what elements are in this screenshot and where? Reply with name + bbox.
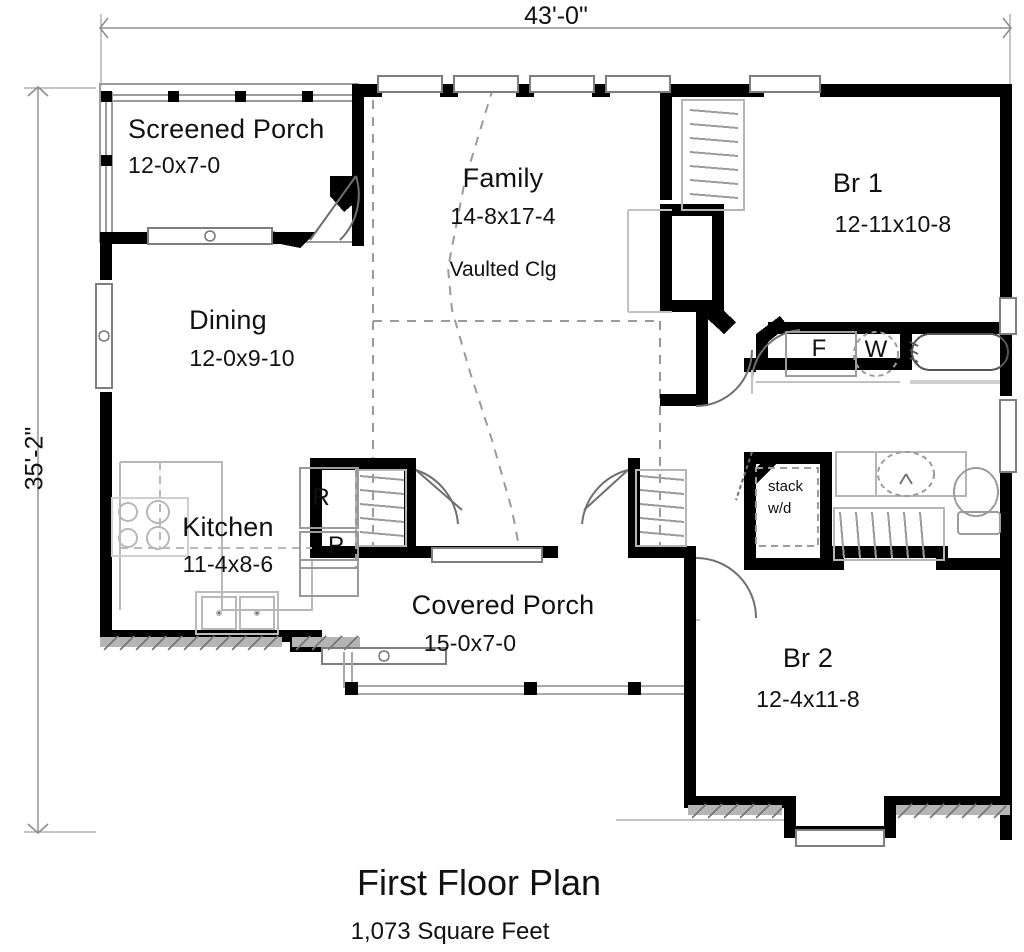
- screened-porch-posts: [101, 91, 313, 166]
- room-dim-kitchen: 11-4x8-6: [182, 551, 274, 577]
- washer-dryer-icon-line1: stack: [768, 478, 804, 495]
- misc-light-lines: [616, 209, 900, 821]
- room-dim-family: 14-8x17-4: [450, 203, 556, 229]
- refrigerator-icon: R: [312, 484, 330, 511]
- foundation-hatching: [100, 635, 1010, 819]
- windows: [95, 75, 1017, 847]
- vaulted-ceiling-dashed-lines: [372, 87, 661, 553]
- page-subtitle-area: 1,073 Square Feet: [350, 918, 550, 945]
- room-label-family: Family: [462, 163, 544, 193]
- room-label-dining: Dining: [189, 305, 267, 335]
- covered-porch-railing: [343, 652, 684, 695]
- room-dim-dining: 12-0x9-10: [189, 345, 295, 371]
- louvered-closet-doors: [355, 99, 945, 561]
- pantry-icon: P: [327, 532, 345, 559]
- room-dim-covered-porch: 15-0x7-0: [423, 630, 517, 656]
- bath-fixtures: [755, 331, 1009, 547]
- overall-width-dimension: 43'-0": [524, 2, 588, 30]
- room-note-family-vaulted: Vaulted Clg: [449, 258, 557, 281]
- overall-depth-dimension: 35'-2": [20, 426, 49, 491]
- room-label-covered-porch: Covered Porch: [411, 590, 595, 620]
- dimension-lines: [24, 14, 1013, 835]
- door-swings: [309, 175, 801, 619]
- room-dim-br1: 12-11x10-8: [834, 211, 952, 237]
- refrigerator-pantry-boxes: [299, 467, 359, 597]
- room-label-br1: Br 1: [832, 168, 884, 198]
- room-label-br2: Br 2: [782, 643, 834, 673]
- furnace-icon: F: [811, 335, 827, 362]
- page-title: First Floor Plan: [356, 862, 602, 903]
- room-dim-screened-porch: 12-0x7-0: [128, 152, 221, 178]
- washer-dryer-icon-line2: w/d: [768, 500, 792, 517]
- room-dim-br2: 12-4x11-8: [756, 686, 860, 712]
- water-heater-icon: W: [864, 336, 888, 363]
- room-label-screened-porch: Screened Porch: [128, 114, 325, 144]
- room-label-kitchen: Kitchen: [182, 512, 274, 542]
